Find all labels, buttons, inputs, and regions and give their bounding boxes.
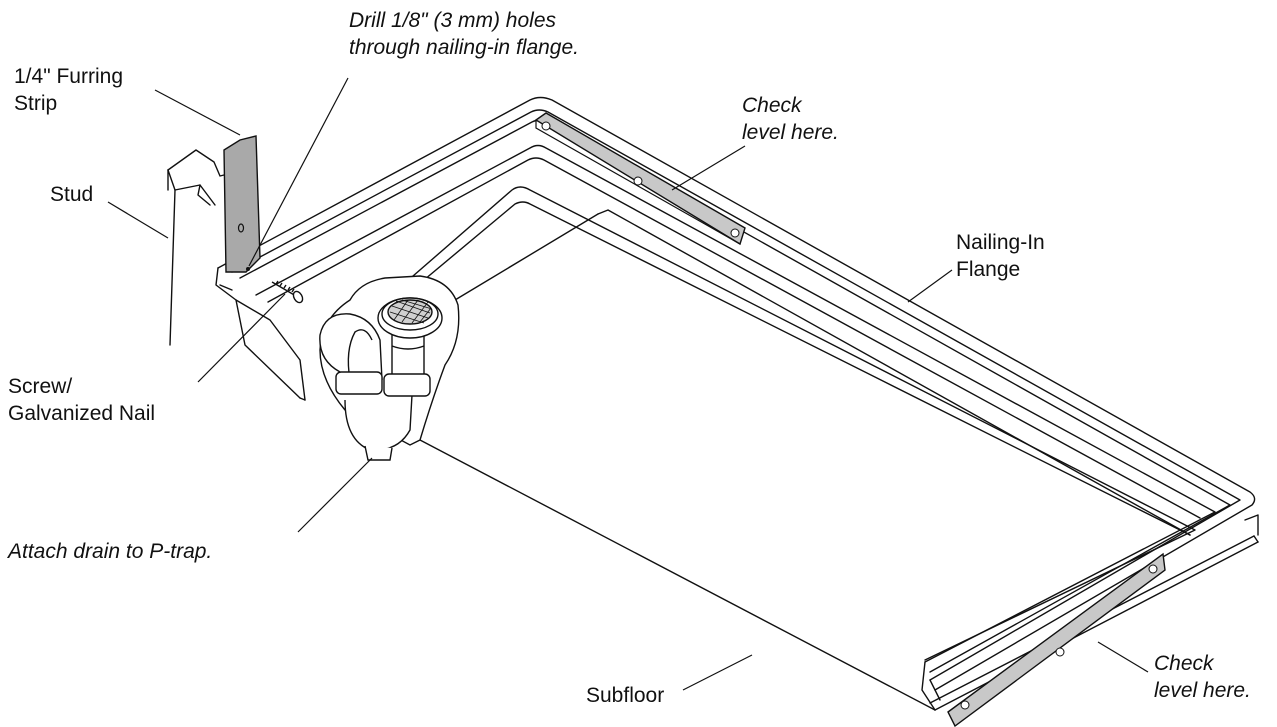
check-level-top-line-1: Check [742,94,802,117]
leader-check-level-top [671,145,746,191]
drill-note-label: Drill 1/8" (3 mm) holes through nailing-… [349,7,579,61]
screw [271,280,304,304]
check-level-bottom-line-1: Check [1154,652,1214,675]
nailing-in-flange-line-1: Nailing-In [956,231,1045,254]
nailing-in-flange-label: Nailing-In Flange [956,229,1045,283]
nailing-in-flange-line-2: Flange [956,258,1021,281]
stud [167,149,237,346]
drain-grate [389,299,433,324]
drain-and-p-trap [319,275,460,461]
check-level-top-label: Check level here. [742,92,839,146]
level-bottom [947,552,1166,727]
leader-subfloor [682,654,753,691]
drill-note-line-1: Drill 1/8" (3 mm) holes [349,9,556,32]
attach-drain-label: Attach drain to P-trap. [8,540,213,563]
leader-check-level-bottom [1097,641,1149,673]
leader-drill-note [248,77,349,267]
leader-furring-strip [154,89,241,136]
screw-nail-line-2: Galvanized Nail [8,402,156,425]
furring-strip [223,135,261,273]
shower-base-rim [215,96,1259,711]
leader-nailing-in-flange [907,269,953,303]
subfloor-label: Subfloor [586,684,665,707]
leader-attach-drain [297,457,373,533]
check-level-bottom-line-2: level here. [1154,679,1251,702]
furring-strip-line-2: Strip [14,92,58,115]
leader-stud [107,201,169,239]
stud-label: Stud [50,183,94,206]
screw-nail-label: Screw/ Galvanized Nail [8,373,155,427]
drill-note-line-2: through nailing-in flange. [349,36,579,59]
level-top [534,112,746,246]
screw-nail-line-1: Screw/ [8,375,73,398]
leader-screw-nail [197,293,286,383]
check-level-top-line-2: level here. [742,121,839,144]
check-level-bottom-label: Check level here. [1154,650,1251,704]
furring-strip-label: 1/4" Furring Strip [14,63,123,117]
furring-strip-line-1: 1/4" Furring [14,65,123,88]
